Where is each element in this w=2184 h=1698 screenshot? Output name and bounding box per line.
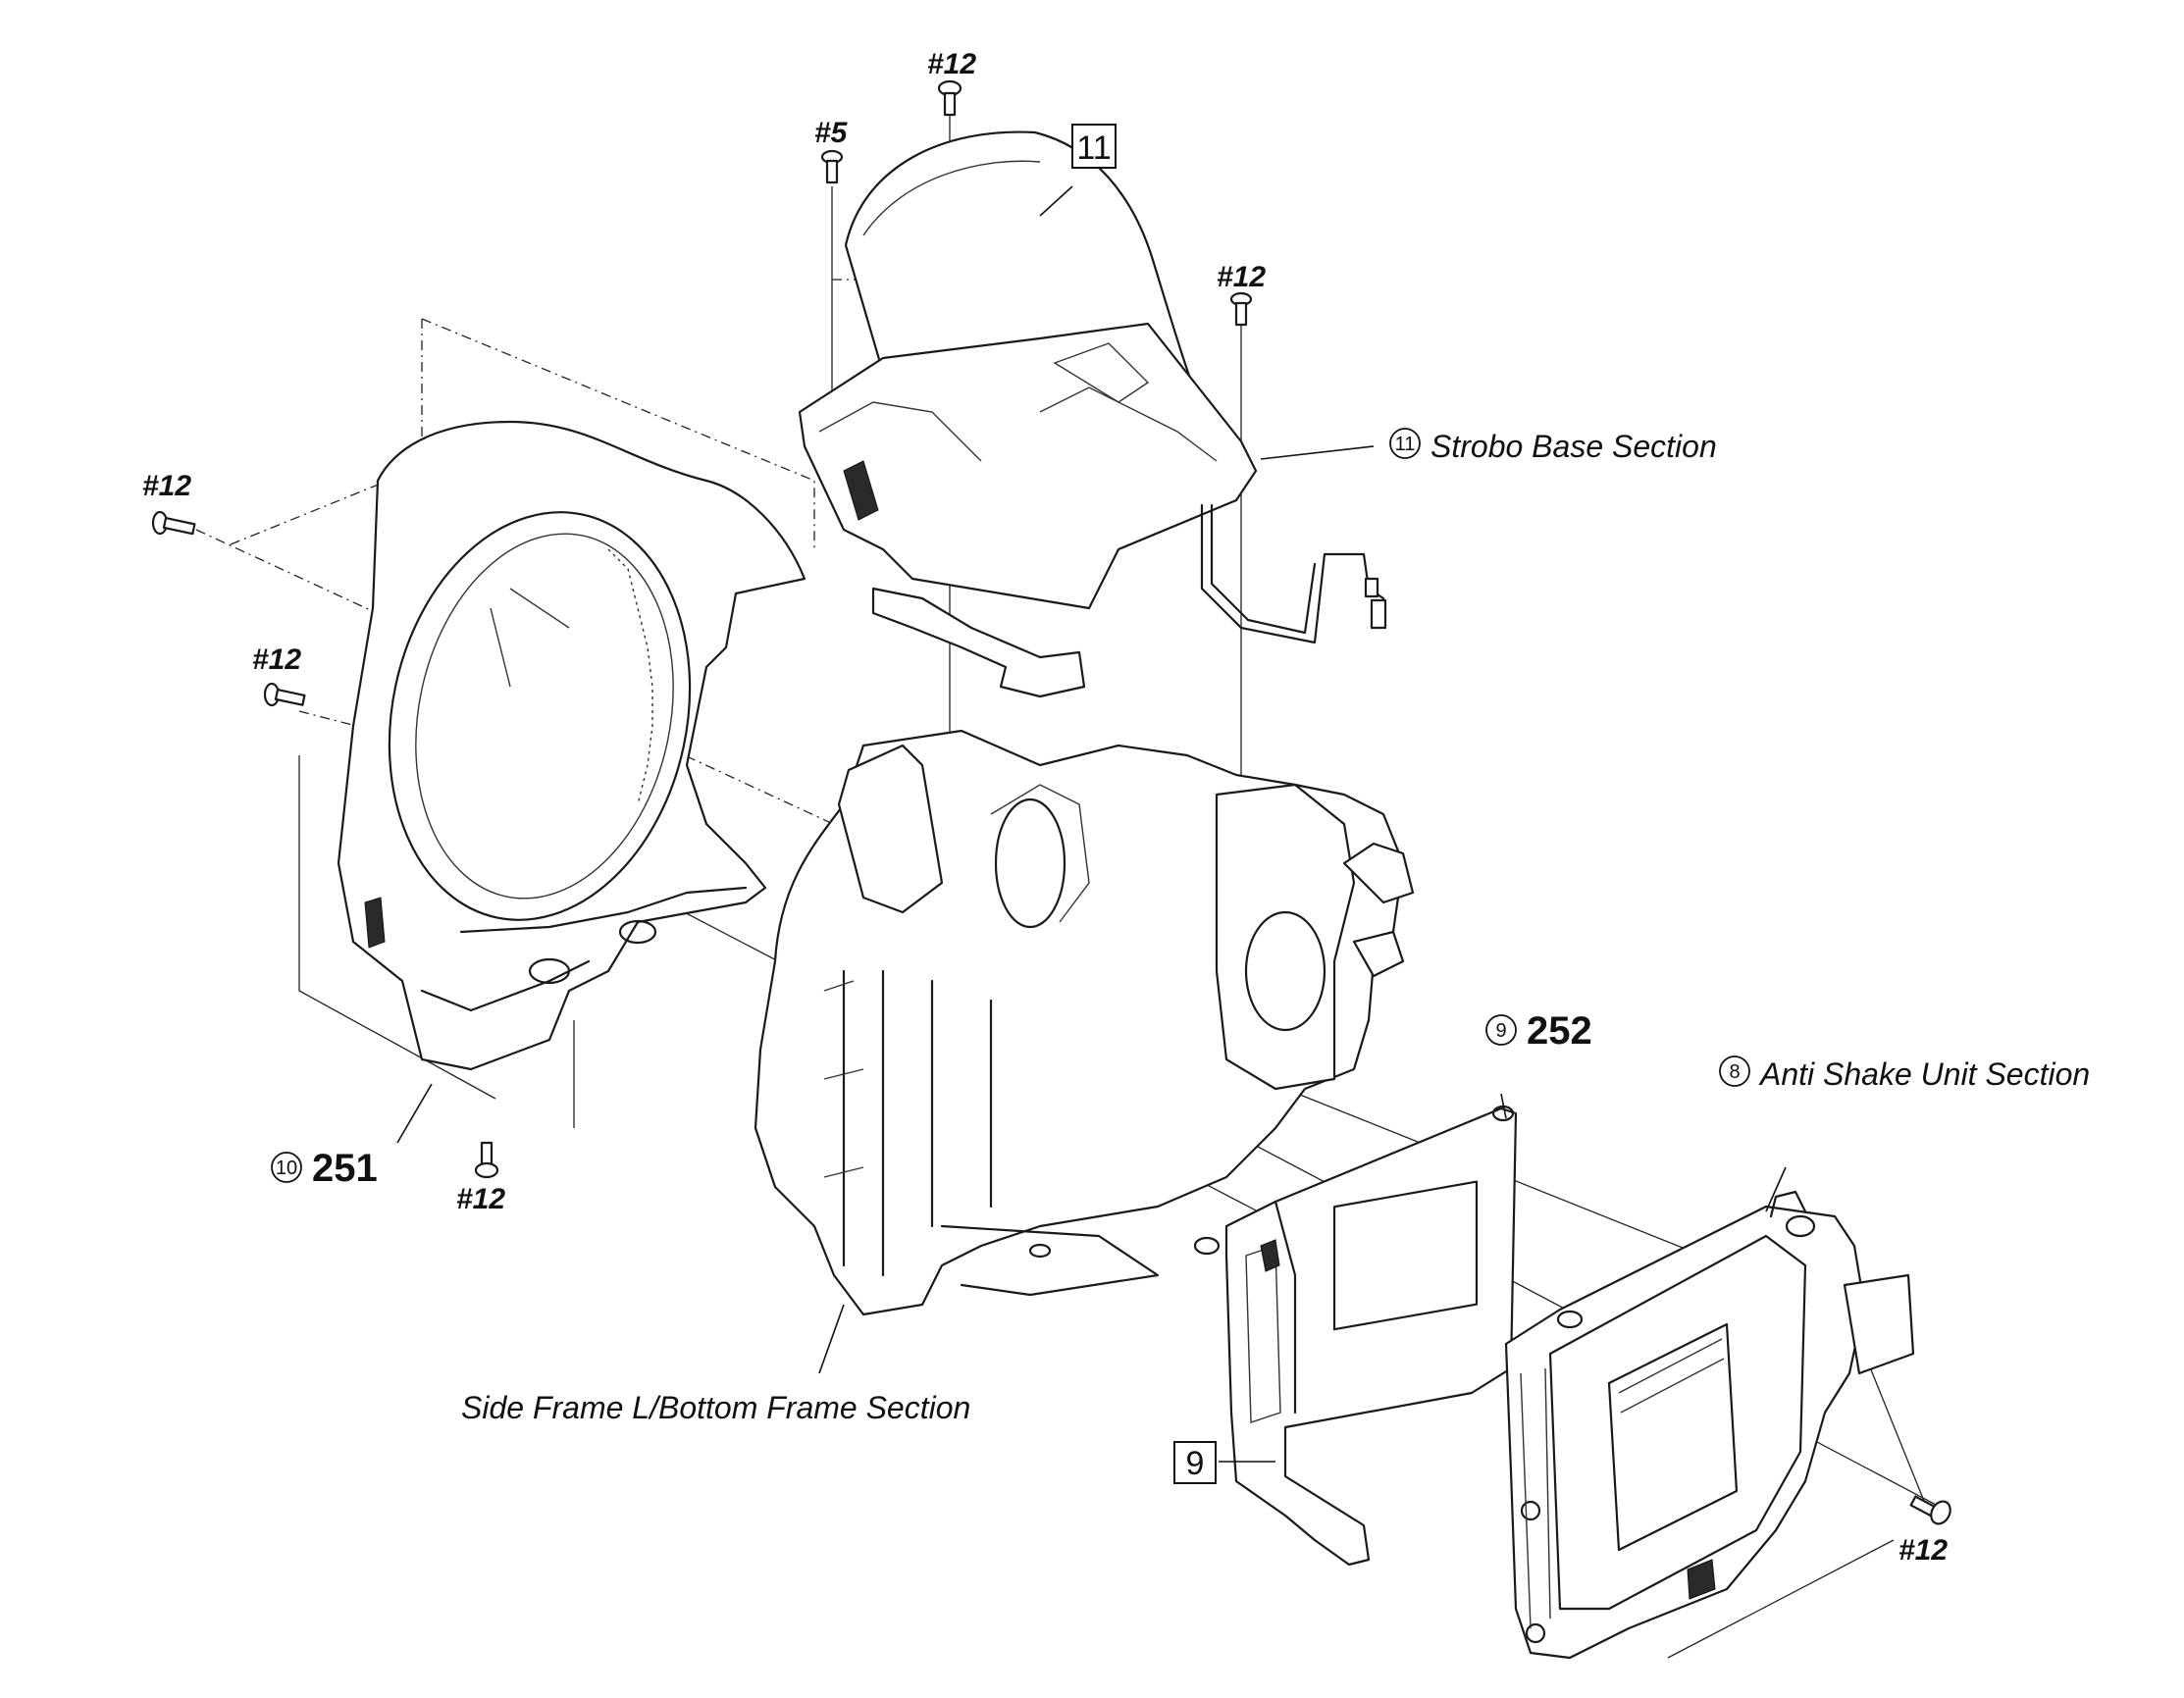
anti-shake-section-label: Anti Shake Unit Section <box>1758 1056 2090 1092</box>
anti-shake-num-circle <box>1719 1055 1750 1087</box>
screw-left-upper-icon <box>151 510 196 536</box>
anti-shake-section-num: 8 <box>1729 1061 1740 1083</box>
part-252-ref: 252 <box>1527 1009 1592 1053</box>
part-251-num-circle <box>271 1152 302 1183</box>
strobo-section-label: Strobo Base Section <box>1430 429 1717 464</box>
anti-shake-unit <box>1504 1190 1915 1660</box>
screw-top-center-icon <box>937 79 962 117</box>
part-252-num: 9 <box>1495 1020 1506 1042</box>
screw-left-middle-icon <box>263 682 306 707</box>
screw-label-top-center: #12 <box>927 48 976 80</box>
screw-label-right-bottom: #12 <box>1898 1534 1948 1567</box>
shutter-frame-252 <box>1224 1105 1518 1567</box>
screw-label-top-right: #12 <box>1217 261 1266 293</box>
front-cover-251 <box>337 420 806 1071</box>
leader-lines <box>396 185 1787 1463</box>
box-label-11-frame <box>1071 124 1117 169</box>
box-label-9: 9 <box>1186 1445 1205 1482</box>
strobo-base-assembly <box>798 130 1387 698</box>
screw-top-right-icon <box>1229 291 1253 327</box>
part-251-num: 10 <box>276 1158 297 1179</box>
callouts: #12 #5 #12 #12 #12 #12 #12 11 9 11 Strob… <box>142 48 2090 1567</box>
box-label-11: 11 <box>1076 129 1111 167</box>
screw-left-bottom-icon <box>474 1141 499 1179</box>
strobo-section-num: 11 <box>1395 434 1416 455</box>
screw-label-left-middle: #12 <box>252 643 301 676</box>
part-251-ref: 251 <box>312 1147 378 1190</box>
side-frame-section-label: Side Frame L/Bottom Frame Section <box>461 1390 970 1425</box>
screws <box>151 79 1951 1525</box>
screw-label-top-left: #5 <box>814 117 849 149</box>
screw-label-left-upper: #12 <box>142 470 191 502</box>
camera-body-main <box>754 729 1415 1316</box>
box-label-9-frame <box>1173 1441 1217 1484</box>
part-252-num-circle <box>1485 1014 1517 1046</box>
strobo-num-circle <box>1389 428 1421 459</box>
screw-label-left-bottom: #12 <box>456 1183 505 1215</box>
screw-top-left-icon <box>820 149 844 184</box>
screw-right-bottom-icon <box>1909 1495 1951 1525</box>
